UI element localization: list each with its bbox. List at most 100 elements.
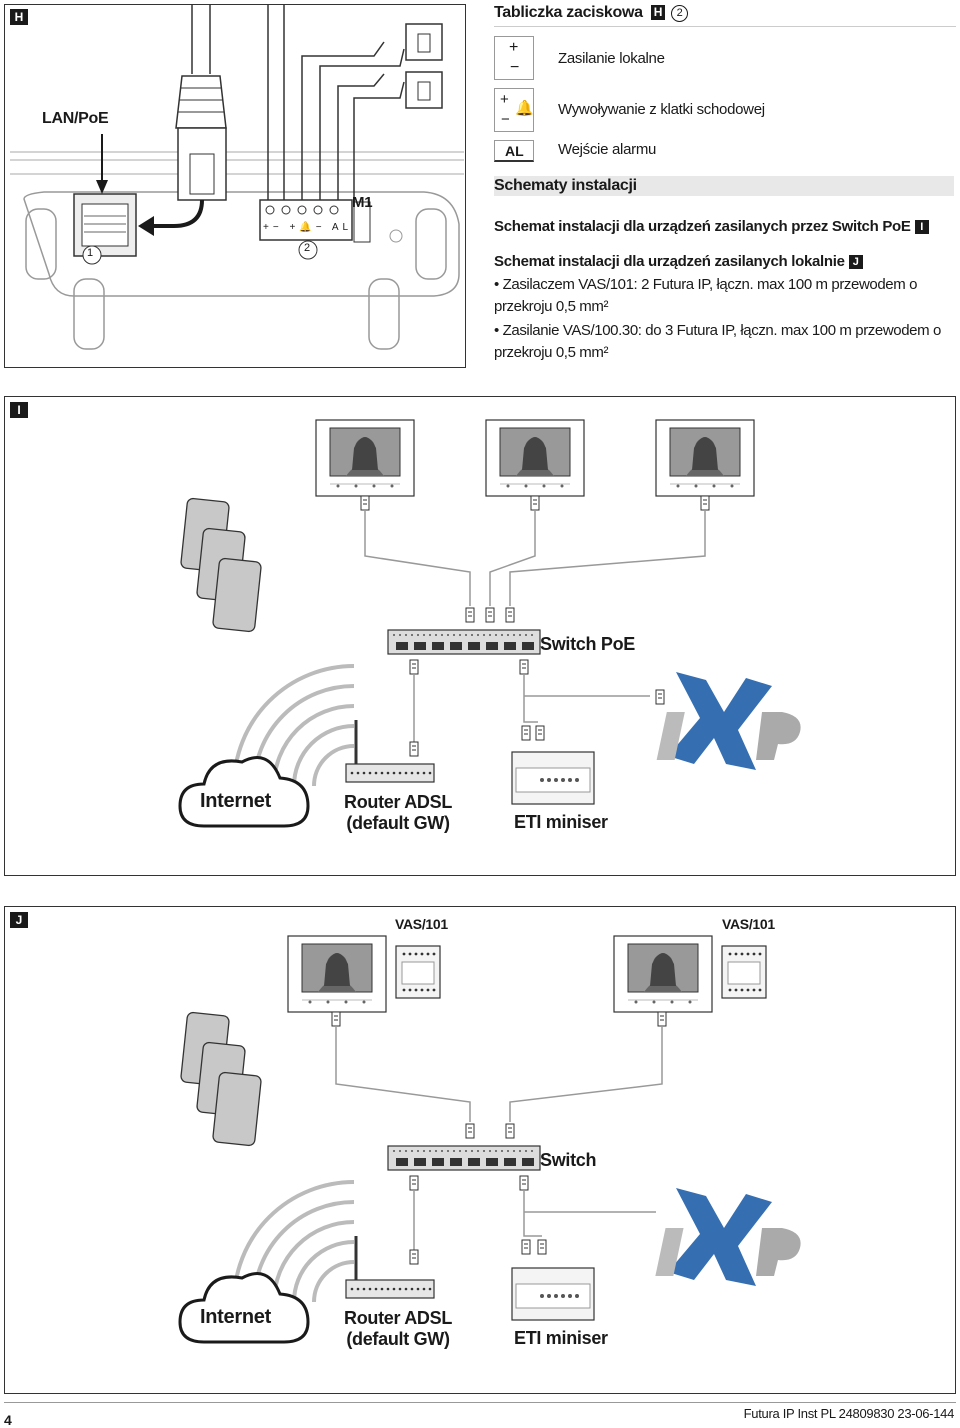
video-monitor <box>613 935 713 1013</box>
router-led <box>368 1287 372 1291</box>
switch-led <box>405 634 407 636</box>
xip-logo-p <box>756 1228 801 1276</box>
video-monitor <box>655 419 755 497</box>
rj45-plug <box>535 725 545 741</box>
switch-port <box>486 1158 498 1166</box>
poe-subheading: Schemat instalacji dla urządzeń zasilany… <box>494 218 929 235</box>
eti-led <box>554 1294 558 1298</box>
rj45-plug <box>485 607 495 623</box>
router-led <box>410 1287 414 1291</box>
rj45-plug <box>409 659 419 675</box>
switch-led <box>477 634 479 636</box>
switch-port <box>504 642 516 650</box>
switch-led <box>495 1150 497 1152</box>
vas-terminal <box>420 988 424 992</box>
vas-terminal <box>740 952 744 956</box>
video-monitor <box>287 935 387 1013</box>
tablet-device <box>212 1071 262 1147</box>
panel-h-frame <box>4 4 466 368</box>
switch-led <box>531 634 533 636</box>
router-led <box>404 771 408 775</box>
rj45-plug <box>519 1175 529 1191</box>
switch-led <box>525 1150 527 1152</box>
eti-led <box>568 778 572 782</box>
vas101-label-left: VAS/101 <box>395 916 448 932</box>
router-led <box>410 771 414 775</box>
panel-j-frame <box>4 906 956 1394</box>
tablet-device <box>212 557 262 633</box>
network-cable <box>523 674 538 723</box>
eti-miniser-label: ETI miniser <box>514 1328 608 1348</box>
router-label-line1: Router ADSL <box>344 792 453 812</box>
title-box-h: H <box>650 5 665 20</box>
xip-logo-p <box>756 712 801 760</box>
vas-terminal <box>414 988 418 992</box>
switch-led <box>525 634 527 636</box>
rj45-plug <box>409 1175 419 1191</box>
switch-port <box>522 1158 534 1166</box>
switch-led <box>435 634 437 636</box>
internet-label: Internet <box>200 1306 271 1328</box>
switch-poe-label: Switch PoE <box>540 634 636 654</box>
vas-terminal <box>432 988 436 992</box>
terminal-label: AL <box>331 222 353 233</box>
eti-led <box>561 778 565 782</box>
switch-led <box>399 1150 401 1152</box>
switch-port <box>504 1158 516 1166</box>
eti-led <box>547 778 551 782</box>
rj45-plug <box>465 1123 475 1139</box>
internet-cloud <box>178 1272 310 1344</box>
switch-led <box>441 634 443 636</box>
marker-1: 1 <box>87 247 94 259</box>
switch-port <box>396 1158 408 1166</box>
vas-terminal <box>746 988 750 992</box>
switch-led <box>411 634 413 636</box>
bullet-vas100: • Zasilanie VAS/100.30: do 3 Futura IP, … <box>494 322 941 361</box>
vas-terminal <box>746 952 750 956</box>
router-led <box>422 1287 426 1291</box>
bell-icon: 🔔 <box>515 100 534 117</box>
network-cable <box>335 1026 471 1122</box>
bullet-text: Zasilaczem VAS/101: 2 Futura IP, łączn. … <box>494 276 918 315</box>
switch-led <box>411 1150 413 1152</box>
switch-led <box>417 1150 419 1152</box>
terminal-label: − <box>272 222 283 233</box>
router-label: Router ADSL (default GW) <box>344 792 452 834</box>
box-i: I <box>914 220 929 234</box>
rj45-plug <box>655 689 665 705</box>
router-led <box>392 1287 396 1291</box>
footer-rule <box>4 1402 956 1403</box>
legend-text-local-power: Zasilanie lokalne <box>558 50 665 67</box>
switch-led <box>459 1150 461 1152</box>
terminal-labels: +− +🔔− AL <box>263 222 352 233</box>
network-switch <box>387 1145 541 1171</box>
router-led <box>386 1287 390 1291</box>
switch-led <box>471 1150 473 1152</box>
network-cable <box>489 510 536 606</box>
video-monitor <box>315 419 415 497</box>
router-led <box>362 1287 366 1291</box>
switch-led <box>453 634 455 636</box>
bullet-vas101: • Zasilaczem VAS/101: 2 Futura IP, łączn… <box>494 276 918 315</box>
vas-terminal <box>402 988 406 992</box>
router-led <box>350 1287 354 1291</box>
vas-terminal <box>758 952 762 956</box>
switch-port <box>486 642 498 650</box>
router-led <box>416 1287 420 1291</box>
router-led <box>356 1287 360 1291</box>
rj45-plug <box>331 1011 341 1027</box>
router-led <box>386 771 390 775</box>
panel-j-tag: J <box>10 912 28 928</box>
switch-port <box>432 1158 444 1166</box>
rj45-plug <box>465 607 475 623</box>
switch-port <box>522 642 534 650</box>
rj45-plug <box>505 607 515 623</box>
router-led <box>380 1287 384 1291</box>
local-installation-diagram <box>178 935 801 1344</box>
poe-subheading-text: Schemat instalacji dla urządzeń zasilany… <box>494 218 911 235</box>
vas-terminal <box>426 988 430 992</box>
installation-diagrams-heading: Schematy instalacji <box>494 176 954 196</box>
legend-symbol-stair-call: + − 🔔 <box>494 88 534 132</box>
switch-led <box>507 1150 509 1152</box>
eti-led <box>568 1294 572 1298</box>
